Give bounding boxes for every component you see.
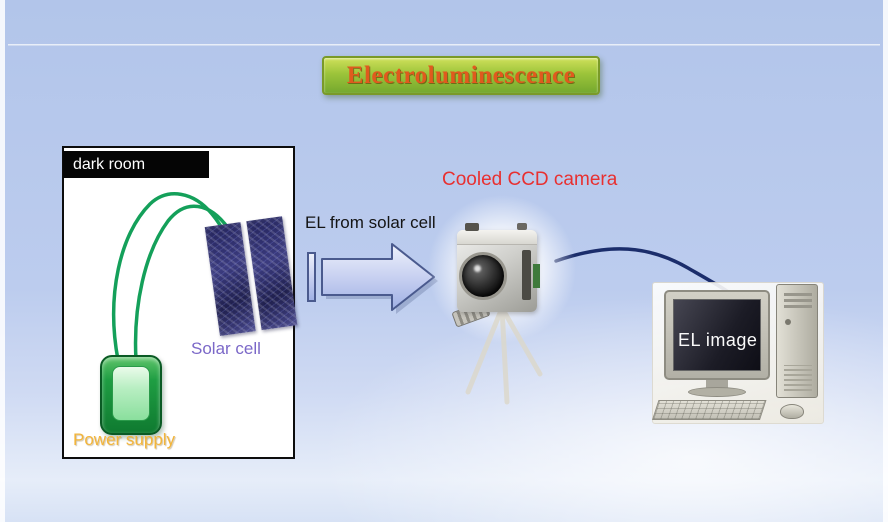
monitor: EL image: [664, 290, 770, 380]
el-from-solar-cell-label: EL from solar cell: [305, 213, 436, 232]
camera-top-face: [457, 230, 537, 245]
monitor-screen: EL image: [673, 299, 761, 371]
monitor-stand-neck: [706, 380, 728, 388]
tower-vents: [784, 365, 812, 391]
darkroom-label: dark room: [73, 155, 146, 173]
camera-knob: [465, 223, 479, 231]
tower-drive-slot: [784, 293, 812, 296]
tripod: [465, 305, 543, 405]
page-title: Electroluminescence: [346, 61, 576, 89]
top-divider: [8, 44, 880, 46]
slide-edge-left: [0, 0, 5, 522]
title-banner: Electroluminescence: [322, 56, 600, 95]
tower-drive-slot: [784, 305, 812, 308]
solar-cell-image: [204, 216, 300, 337]
camera-side-slot: [522, 250, 531, 300]
camera-body: [457, 223, 540, 312]
block-arrow: [321, 243, 435, 311]
tower-drive-slot: [784, 299, 812, 302]
camera-knob: [517, 223, 527, 230]
keyboard: [652, 400, 767, 420]
slide-edge-right: [883, 0, 888, 522]
ccd-camera-label: Cooled CCD camera: [442, 169, 618, 190]
monitor-stand-base: [688, 387, 746, 397]
el-image-label: EL image: [678, 330, 758, 350]
camera-lens-icon: [459, 252, 507, 300]
power-supply-screen: [112, 366, 150, 421]
power-supply-image: [100, 355, 162, 435]
arrow-stripe: [307, 252, 316, 302]
lens-glint: [474, 265, 481, 272]
computer-tower: [776, 284, 818, 398]
darkroom-header: dark room: [63, 151, 209, 178]
camera-pcb-edge: [533, 264, 540, 288]
tower-power-button: [785, 319, 791, 325]
mouse: [780, 404, 804, 419]
power-supply-label: Power supply: [73, 430, 176, 449]
solar-cell-label: Solar cell: [191, 339, 261, 358]
computer-image: EL image: [652, 282, 824, 424]
block-arrow-shadow: [326, 248, 438, 314]
ccd-camera-image: [427, 194, 577, 412]
